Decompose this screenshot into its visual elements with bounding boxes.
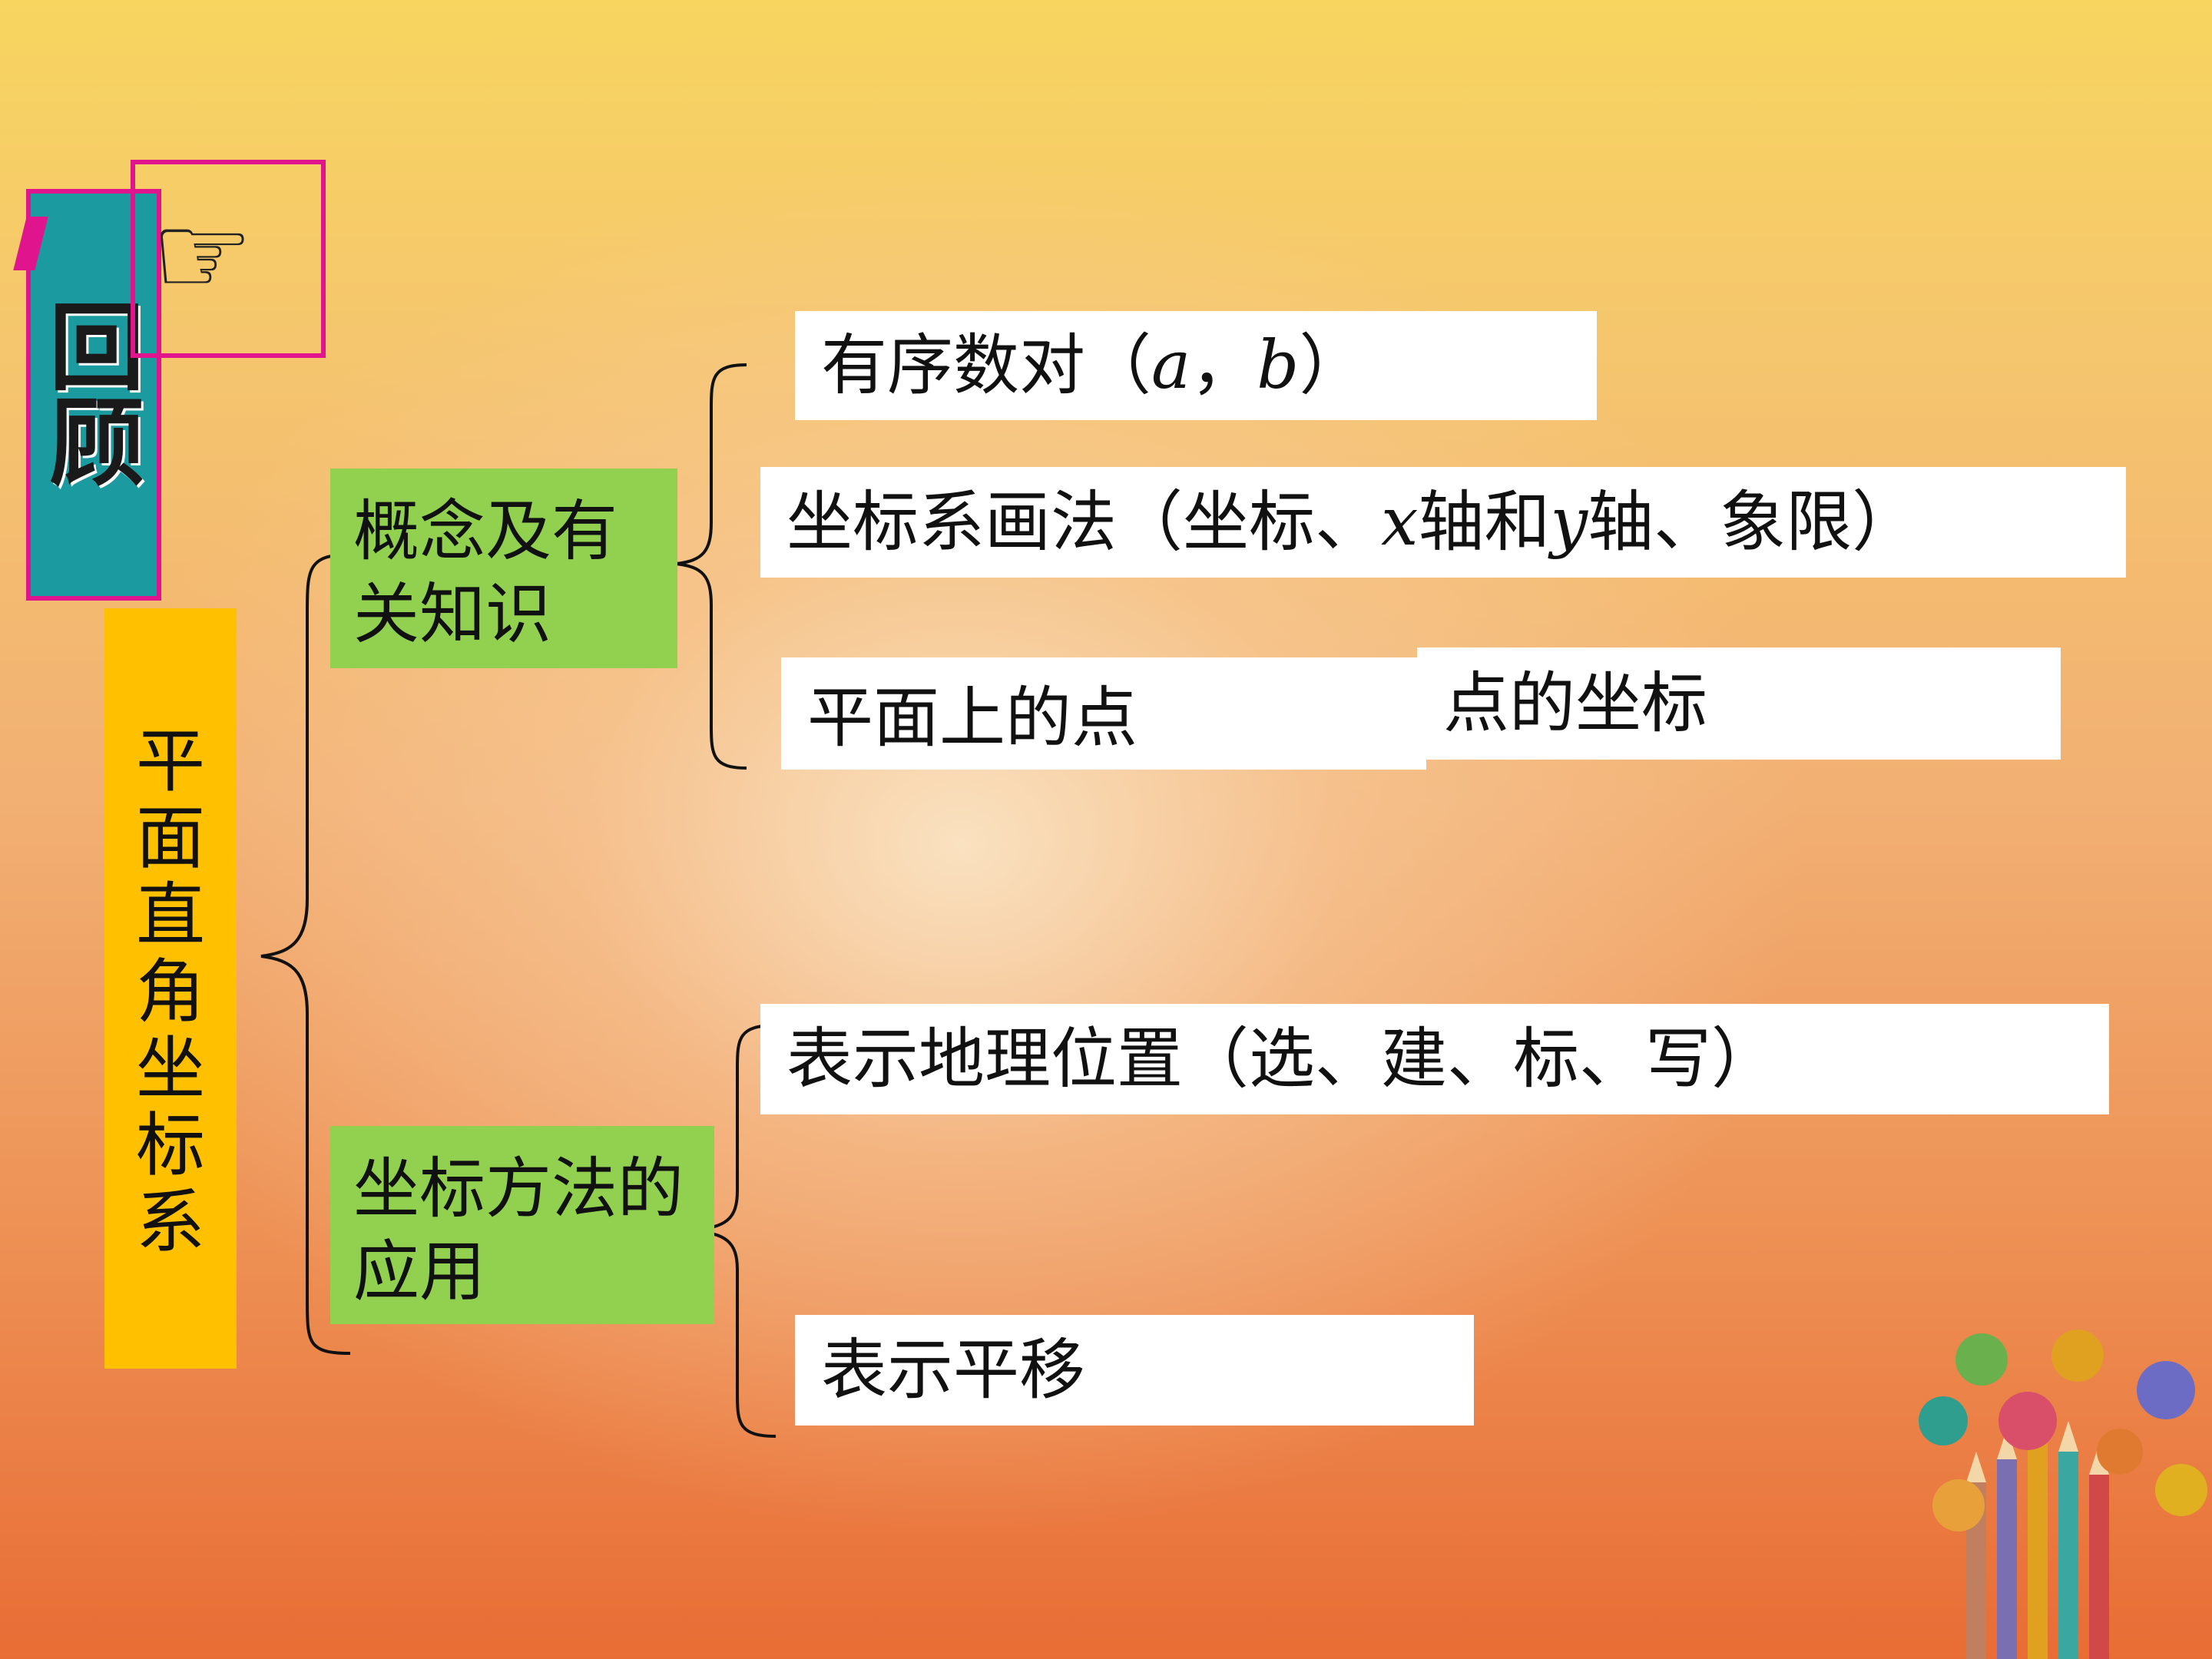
review-tab-label: 回顾 [49, 293, 145, 499]
branch-applications-label: 坐标方法的应用 [353, 1151, 684, 1310]
concept-brace [675, 363, 747, 770]
ordered-pair-var-a: a [1151, 327, 1191, 404]
branch-concepts: 概念及有关知识 [330, 469, 677, 668]
point-coordinate-box: 点的坐标 [1417, 647, 2061, 760]
pencils-illustration [1919, 1330, 2207, 1659]
coordinate-system-var-y: y [1550, 484, 1588, 561]
plane-point-box: 平面上的点 [781, 657, 1426, 770]
branch-applications: 坐标方法的应用 [330, 1126, 714, 1324]
ordered-pair-box: 有序数对（a，b） [795, 311, 1597, 420]
translation-label: 表示平移 [821, 1332, 1085, 1409]
pointer-frame [131, 160, 326, 358]
pencil-icon [1966, 1406, 2109, 1659]
point-coordinate-label: 点的坐标 [1443, 665, 1707, 742]
ordered-pair-var-b: b [1257, 327, 1300, 404]
coordinate-system-var-x: x [1381, 484, 1419, 561]
translation-box: 表示平移 [795, 1315, 1474, 1426]
ordered-pair-prefix: 有序数对（ [821, 327, 1151, 404]
main-topic: 平面直角坐标系 [104, 608, 237, 1369]
branch-concepts-label: 概念及有关知识 [353, 493, 618, 653]
main-topic-label: 平面直角坐标系 [136, 721, 205, 1263]
geographic-location-label: 表示地理位置（选、建、标、写） [786, 1021, 1777, 1098]
pointing-hand-icon: ☞ [151, 189, 254, 323]
main-brace [260, 553, 351, 1355]
plane-point-label: 平面上的点 [807, 680, 1137, 757]
coordinate-system-suffix: 轴、象限） [1588, 484, 1919, 561]
ordered-pair-suffix: ） [1299, 327, 1366, 404]
coordinate-system-prefix: 坐标系画法（坐标、 [786, 484, 1381, 561]
ordered-pair-sep: ， [1190, 327, 1257, 404]
coordinate-system-mid: 轴和 [1418, 484, 1551, 561]
review-tab: 回顾 [26, 189, 161, 601]
bubble-icon [1919, 1330, 2207, 1532]
geographic-location-box: 表示地理位置（选、建、标、写） [760, 1004, 2109, 1114]
